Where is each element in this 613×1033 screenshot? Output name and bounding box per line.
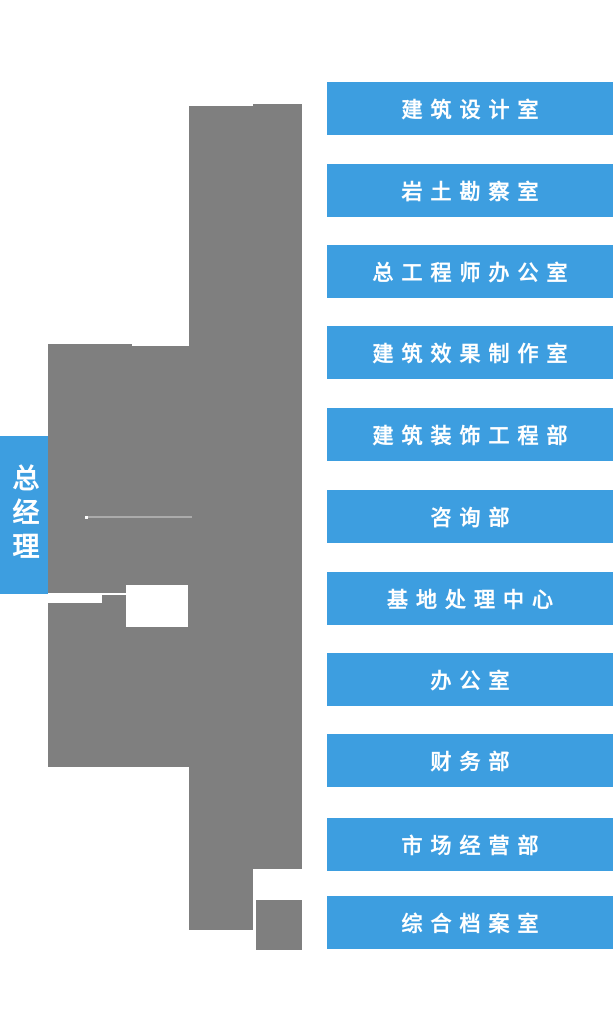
- dept-label: 岩土勘察室: [401, 180, 547, 204]
- node-dept-3: 总工程师办公室: [327, 245, 613, 298]
- faint-connector-dot: [85, 516, 88, 519]
- connector-trunk-right: [253, 104, 302, 869]
- dept-label: 咨询部: [430, 506, 518, 530]
- connector-block-left: [48, 344, 132, 767]
- node-dept-11: 综合档案室: [327, 896, 613, 949]
- dept-label: 综合档案室: [401, 912, 547, 936]
- dept-label: 财务部: [430, 750, 518, 774]
- connector-bottom-stub: [256, 900, 302, 950]
- node-dept-4: 建筑效果制作室: [327, 326, 613, 379]
- node-dept-2: 岩土勘察室: [327, 164, 613, 217]
- dept-label: 建筑效果制作室: [372, 342, 576, 366]
- dept-label: 办公室: [430, 669, 518, 693]
- node-dept-10: 市场经营部: [327, 818, 613, 871]
- dept-label: 建筑装饰工程部: [372, 424, 576, 448]
- node-general-manager: 总经理: [0, 436, 48, 594]
- node-dept-1: 建筑设计室: [327, 82, 613, 135]
- node-dept-5: 建筑装饰工程部: [327, 408, 613, 461]
- node-dept-6: 咨询部: [327, 490, 613, 543]
- white-connector-line: [102, 593, 126, 595]
- dept-label: 总工程师办公室: [372, 261, 576, 285]
- faint-connector-line: [85, 516, 192, 518]
- node-dept-9: 财务部: [327, 734, 613, 787]
- dept-label: 建筑设计室: [401, 98, 547, 122]
- node-dept-7: 基地处理中心: [327, 572, 613, 625]
- node-dept-8: 办公室: [327, 653, 613, 706]
- white-connector-strip: [48, 593, 102, 603]
- hidden-white-box: [126, 585, 188, 627]
- connector-block-right: [132, 346, 189, 767]
- dept-label: 市场经营部: [401, 834, 547, 858]
- dept-label: 基地处理中心: [387, 588, 561, 612]
- connector-trunk-left: [189, 106, 253, 930]
